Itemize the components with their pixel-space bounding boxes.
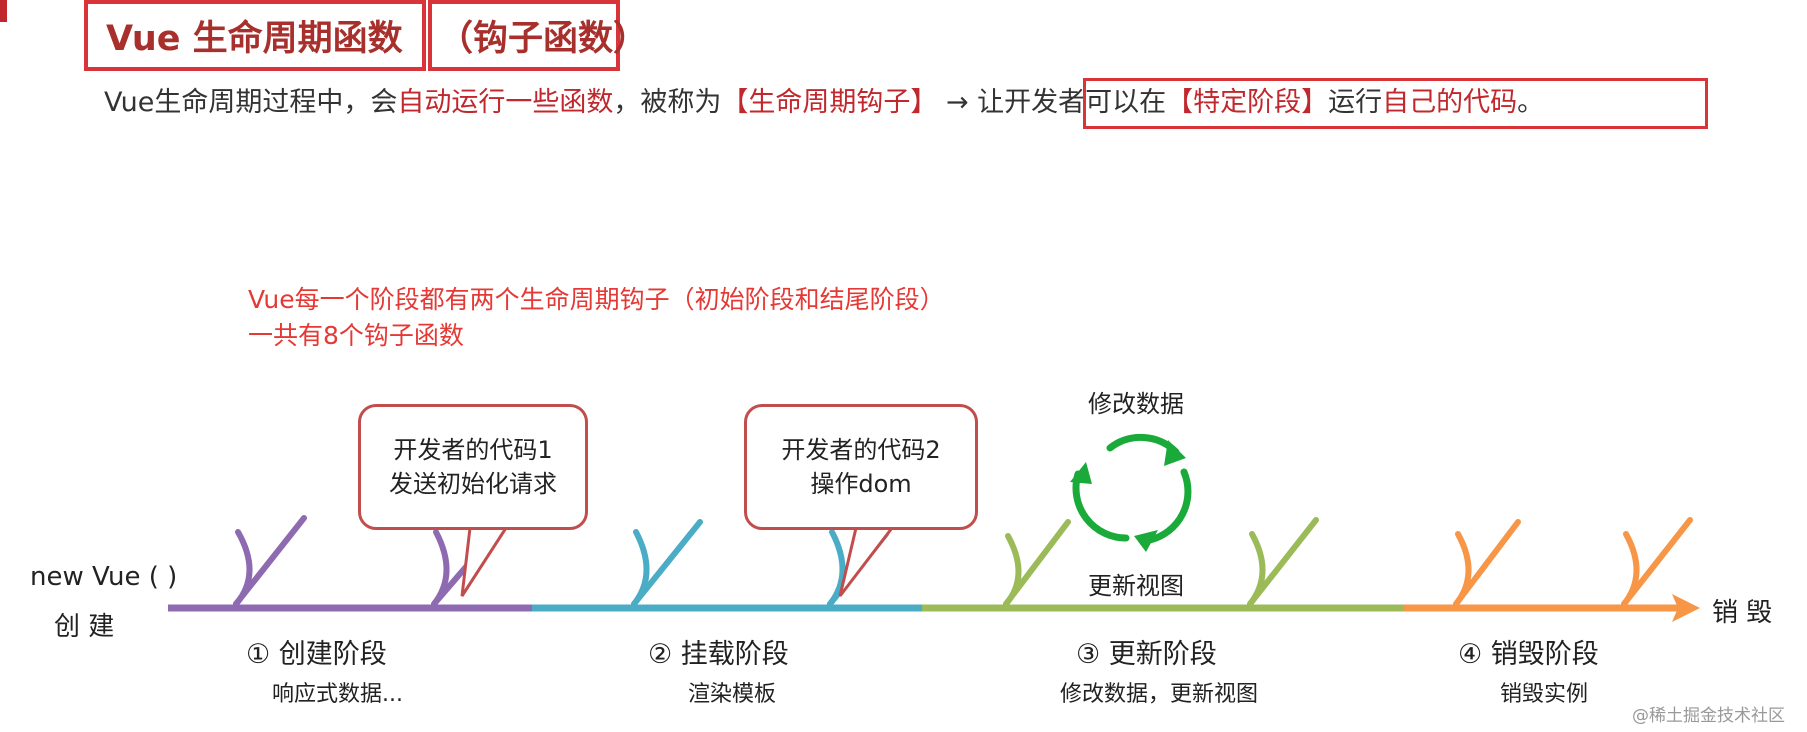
hook-arrow (631, 519, 703, 607)
watermark: @稀土掘金技术社区 (1632, 706, 1785, 726)
intro-highlight-stage: 【特定阶段】 (1166, 87, 1329, 118)
bubble-tail (838, 526, 896, 597)
intro-seg: Vue生命周期过程中，会 (104, 87, 398, 118)
page-title-text: Vue 生命周期函数 (106, 19, 403, 59)
bubble-line: 开发者的代码2 (781, 436, 941, 464)
start-label: new Vue ( ) (30, 562, 178, 592)
start-create-label: 创 建 (54, 612, 115, 642)
bubble-line: 发送初始化请求 (389, 470, 557, 498)
update-cycle-bottom-label: 更新视图 (1088, 572, 1184, 600)
hook-note-line1: Vue每一个阶段都有两个生命周期钩子（初始阶段和结尾阶段） (248, 285, 945, 314)
developer-code-bubble-2: 开发者的代码2 操作dom (744, 404, 978, 530)
intro-sentence: Vue生命周期过程中，会自动运行一些函数，被称为【生命周期钩子】 → 让开发者可… (104, 80, 1544, 119)
intro-seg: 运行 (1328, 87, 1383, 118)
update-cycle-arrowheads (1070, 440, 1186, 552)
page-title-suffix-text: （钩子函数） (438, 19, 649, 59)
intro-seg: ，被称为 (613, 87, 722, 118)
bubble-line: 操作dom (810, 470, 912, 498)
hook-arrow (1247, 517, 1319, 607)
corner-mark (0, 0, 7, 22)
developer-code-bubble-1: 开发者的代码1 发送初始化请求 (358, 404, 588, 530)
stage-desc-create: 响应式数据... (272, 682, 403, 707)
bubble-line: 开发者的代码1 (393, 436, 553, 464)
update-cycle-top-label: 修改数据 (1088, 390, 1184, 418)
intro-arrow: → (937, 87, 978, 118)
intro-highlight-code: 自己的代码 (1382, 87, 1518, 118)
stage-desc-mount: 渲染模板 (688, 682, 777, 707)
hook-arrow (1621, 517, 1693, 607)
page-title-suffix: （钩子函数） (428, 0, 648, 71)
stage-title-mount: ② 挂载阶段 (648, 639, 789, 670)
hook-arrow (1453, 519, 1521, 607)
end-destroy-label: 销 毁 (1712, 598, 1773, 628)
stage-desc-update: 修改数据，更新视图 (1060, 682, 1259, 707)
stage-title-update: ③ 更新阶段 (1076, 639, 1217, 670)
hook-arrow (233, 515, 307, 607)
stage-title-create: ① 创建阶段 (246, 639, 387, 670)
stage-desc-destroy: 销毁实例 (1500, 682, 1589, 707)
intro-seg: 。 (1517, 87, 1545, 118)
timeline-arrowhead (1672, 594, 1700, 622)
hook-arrow (1003, 519, 1071, 607)
intro-highlight-box (1083, 78, 1708, 129)
bubble-tail (460, 526, 509, 597)
hook-note-line2: 一共有8个钩子函数 (248, 321, 464, 350)
intro-highlight-auto: 自动运行一些函数 (397, 87, 614, 118)
page-title-main: Vue 生命周期函数 (84, 0, 426, 71)
intro-highlight-hook: 【生命周期钩子】 (721, 87, 938, 118)
intro-seg: 让开发者可以在 (977, 87, 1167, 118)
stage-title-destroy: ④ 销毁阶段 (1458, 639, 1599, 670)
